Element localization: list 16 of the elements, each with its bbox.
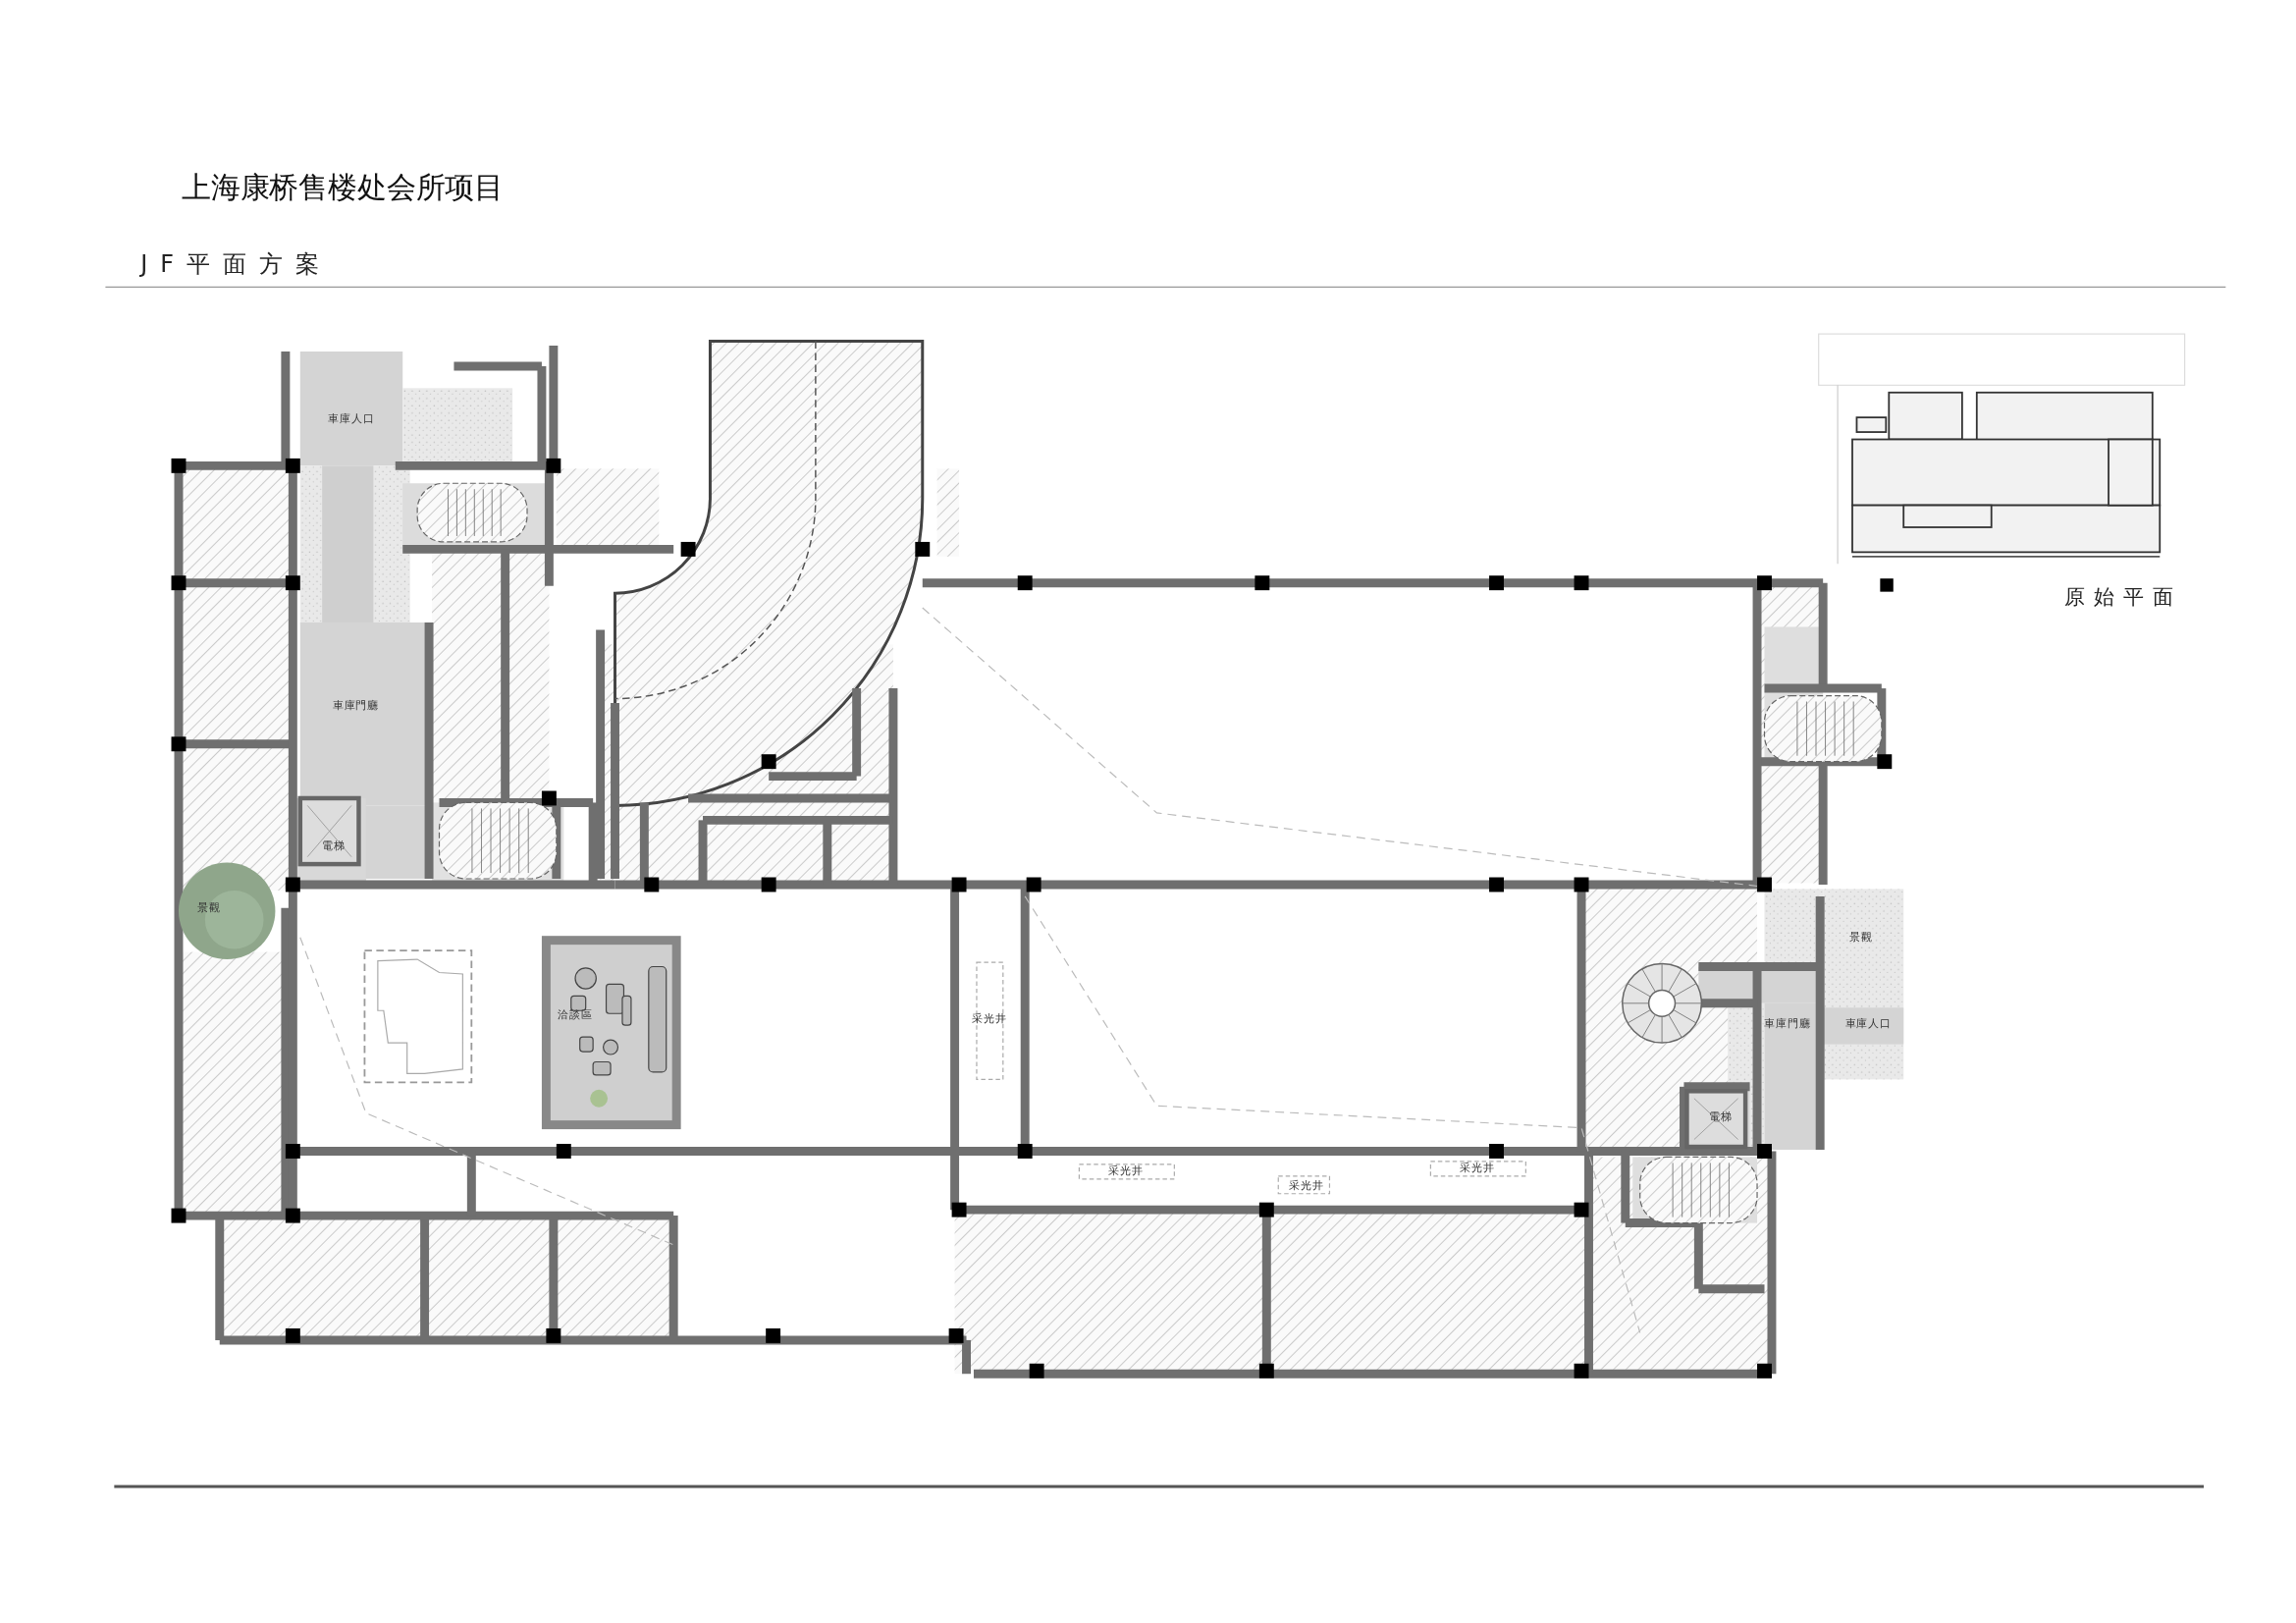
room-label: 采光井 xyxy=(972,1013,1008,1025)
subtitle: JF平面方案 xyxy=(140,253,333,277)
room-label: 采光井 xyxy=(1460,1163,1496,1174)
room-label: 車庫人口 xyxy=(1844,1017,1893,1029)
room-label: 車庫門廳 xyxy=(1764,1017,1812,1029)
room-label: 電梯 xyxy=(1708,1111,1733,1123)
thumbnail-caption: 原始平面 xyxy=(2063,585,2183,607)
room-label: 采光井 xyxy=(1288,1180,1324,1192)
room-label: 采光井 xyxy=(1108,1165,1144,1177)
room-label: 洽談區 xyxy=(558,1008,594,1020)
room-label: 車庫門廳 xyxy=(332,700,380,712)
room-label: 景觀 xyxy=(1849,931,1873,943)
room-label: 車庫人口 xyxy=(328,412,375,424)
room-label: 電梯 xyxy=(322,840,347,852)
room-label: 景觀 xyxy=(197,901,222,914)
title: 上海康桥售楼处会所项目 xyxy=(181,171,505,204)
